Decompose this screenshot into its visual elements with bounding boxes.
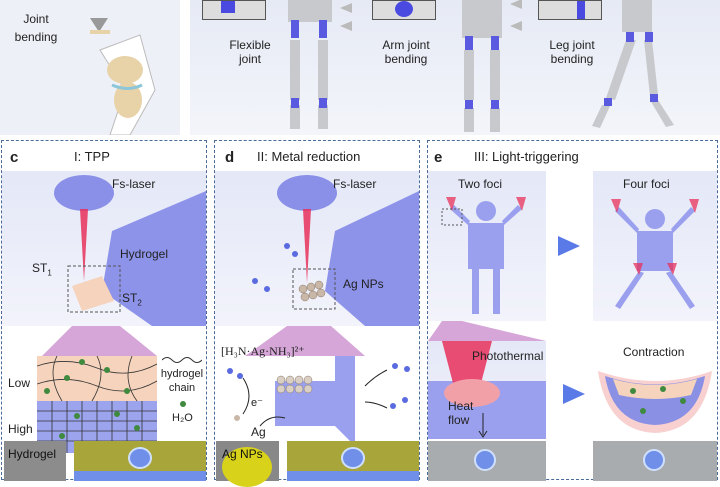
two-foci-scene: Two foci — [428, 171, 546, 321]
panel-c-title: I: TPP — [74, 149, 110, 164]
photothermal-scene: Photothermal Heat flow — [428, 341, 546, 439]
robot-figures — [288, 0, 674, 132]
zoom-trapezoid-d — [245, 326, 365, 356]
water-legend-label: H₂O — [172, 412, 193, 424]
knee-label: Joint bending — [14, 12, 58, 44]
gel-network — [37, 356, 157, 453]
knee-illustration — [90, 30, 156, 135]
zoom-trapezoid — [42, 326, 157, 356]
sem-robot-c — [74, 441, 206, 481]
st1-text: ST — [32, 261, 48, 275]
knee-panel: Joint bending — [0, 0, 180, 135]
inset-leg — [538, 0, 602, 20]
inset-arm — [372, 0, 436, 20]
two-foci-robot — [441, 197, 526, 314]
two-foci-label: Two foci — [458, 177, 503, 191]
panel-c: c I: TPP Fs-laser Hydrogel ST1 ST2 Low H… — [1, 140, 207, 481]
sem-hydrogel: Hydrogel — [4, 441, 66, 481]
zoom-trapezoid-e — [428, 321, 546, 341]
sem-robot-e1 — [428, 441, 546, 481]
st2-text: ST — [122, 291, 138, 305]
robot-label-leg: Leg joint bending — [549, 38, 595, 66]
down-arrow-icon — [90, 18, 108, 32]
hydrogel-label: Hydrogel — [120, 247, 169, 261]
ag-complex-label: [H₃N·Ag·NH₃]²⁺ — [221, 344, 305, 358]
sem-agnps: Ag NPs — [216, 441, 279, 487]
four-foci-scene: Four foci — [593, 171, 717, 321]
electron-label: e⁻ — [251, 397, 263, 409]
panel-e: e III: Light-triggering Two foci Four fo… — [427, 140, 718, 481]
fs-laser-label-d: Fs-laser — [333, 177, 377, 191]
st1-sub: 1 — [47, 268, 52, 278]
heat-flow-label: Heat flow — [448, 399, 474, 427]
robot-label-flexible: Flexible joint — [229, 38, 271, 66]
four-foci-robot — [611, 199, 699, 309]
ag-label: Ag — [251, 425, 266, 439]
panel-c-letter: c — [10, 149, 19, 166]
water-legend-icon — [180, 401, 186, 407]
four-foci-label: Four foci — [623, 177, 670, 191]
tpp-illustration — [54, 175, 206, 326]
photothermal-label: Photothermal — [472, 349, 544, 363]
reduction-illustration — [252, 175, 419, 326]
contraction-illustration — [598, 371, 712, 433]
st2-sub: 2 — [137, 298, 142, 308]
contraction-label: Contraction — [623, 345, 685, 359]
sem-agnps-label: Ag NPs — [222, 447, 263, 461]
reduction-scene: Fs-laser Ag NPs — [215, 171, 419, 326]
st1-label: ST1 — [32, 261, 52, 280]
panel-e-letter: e — [434, 149, 443, 166]
chain-legend-icon — [162, 357, 202, 363]
tpp-scene: Fs-laser Hydrogel ST1 ST2 — [2, 171, 206, 326]
panel-d-title: II: Metal reduction — [257, 149, 361, 164]
low-label: Low — [8, 376, 31, 390]
panel-d: d II: Metal reduction Fs-laser Ag NPs [H… — [214, 140, 420, 487]
panel-e-title: III: Light-triggering — [474, 149, 579, 164]
st2-label: ST2 — [122, 291, 142, 310]
inset-flexible — [202, 0, 266, 20]
chain-legend-label: hydrogel chain — [160, 368, 204, 394]
robot-label-arm: Arm joint bending — [382, 38, 430, 66]
high-label: High — [8, 422, 33, 436]
ag-nps-label: Ag NPs — [343, 277, 384, 291]
reduction-detail — [227, 356, 410, 446]
robot-panel: Flexible joint Arm joint bending Leg joi… — [190, 0, 720, 135]
sem-hydrogel-label: Hydrogel — [8, 447, 57, 461]
sem-robot-d — [287, 441, 419, 481]
photothermal-illustration — [428, 341, 546, 439]
panel-d-letter: d — [225, 149, 235, 166]
fs-laser-label: Fs-laser — [112, 177, 156, 191]
right-arrow-icon-2 — [563, 384, 585, 404]
sem-robot-e2 — [593, 441, 717, 481]
right-arrow-icon — [558, 236, 580, 256]
